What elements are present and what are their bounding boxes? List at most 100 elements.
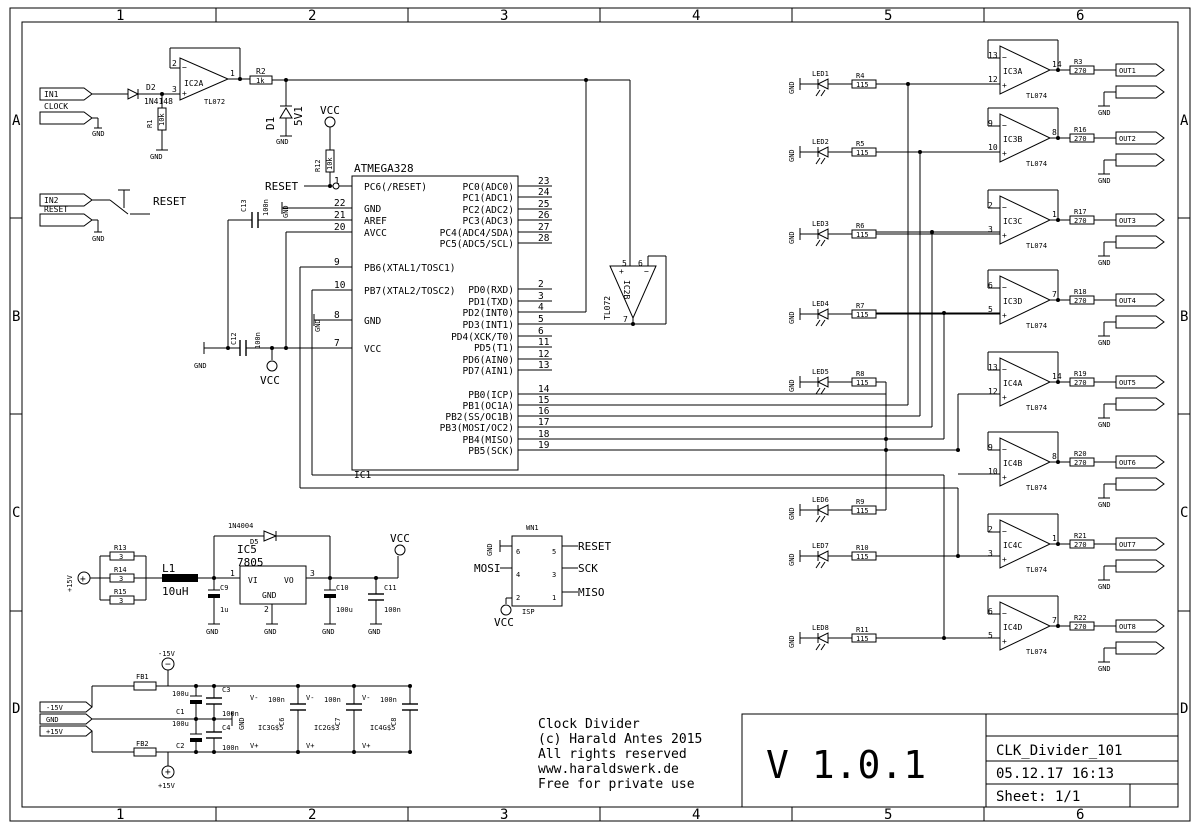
opamp-ref: IC3B — [1003, 135, 1022, 144]
svg-text:+: + — [80, 574, 86, 585]
title-block: V 1.0.1 CLK_Divider_101 05.12.17 16:13 S… — [741, 713, 1179, 808]
led-symbol — [816, 78, 829, 90]
led-symbol — [816, 308, 829, 320]
mcu-pin-name: VCC — [364, 344, 381, 355]
out-resistor-val: 270 — [1074, 135, 1087, 143]
junction — [1056, 298, 1060, 302]
front-end: D2 1N4148 R1 10k GND IC2A TL072 −+ 2 3 1… — [127, 47, 630, 161]
out-label: OUT1 — [1119, 67, 1136, 75]
out-resistor-ref: R21 — [1074, 532, 1087, 540]
note-line: www.haraldswerk.de — [538, 762, 679, 777]
mcu-pin-number: 6 — [538, 326, 544, 337]
ic-supply-label: IC2G$3 — [314, 724, 339, 732]
opamp-part: TL074 — [1026, 566, 1047, 574]
led-ray — [820, 561, 826, 569]
drawing-date: 05.12.17 16:13 — [996, 766, 1114, 782]
out-label: OUT7 — [1119, 541, 1136, 549]
input-in2-reset: IN2 RESET GND RESET — [39, 189, 186, 243]
out-connector — [1115, 375, 1165, 389]
label-c13-val: 100n — [262, 199, 270, 216]
resistor-ref: R4 — [856, 72, 864, 80]
pin-out: 7 — [1052, 290, 1057, 299]
opamp — [999, 113, 1052, 163]
mcu-pin-name: AREF — [364, 216, 387, 227]
column-label-top: 5 — [884, 8, 892, 24]
filter-ic-supplies: V-100nIC3G$5C6V+V-100nIC2G$3C7V+V-100nIC… — [250, 684, 418, 754]
isp-pin1: 1 — [552, 594, 556, 602]
gnd-reg: GND — [264, 628, 277, 636]
gnd-connector — [1115, 477, 1165, 491]
pin-ic2a-1: 1 — [230, 69, 235, 78]
pin-ic2a-2: 2 — [172, 59, 177, 68]
reg-vo: VO — [284, 576, 294, 585]
drawing-name: CLK_Divider_101 — [996, 743, 1122, 759]
pin-pos: 3 — [988, 225, 993, 234]
mcu-pin-name: PD2(INT0) — [463, 308, 514, 319]
vneg-label: V- — [306, 694, 314, 702]
mcu-pin-name: PB2(SS/OC1B) — [445, 412, 514, 423]
out-resistor-val: 270 — [1074, 297, 1087, 305]
out-resistor-ref: R19 — [1074, 370, 1087, 378]
mcu-pin-number: 26 — [538, 210, 550, 221]
opamp-part: TL074 — [1026, 242, 1047, 250]
mcu-pin-name: PC0(ADC0) — [463, 182, 514, 193]
note-line: (c) Harald Antes 2015 — [538, 732, 702, 747]
label-ic2b-part: TL072 — [603, 296, 612, 320]
column-label-top: 6 — [1076, 8, 1084, 24]
label-reset-switch: RESET — [153, 195, 186, 208]
isp-miso: MISO — [578, 586, 605, 599]
resistor-ref: R8 — [856, 370, 864, 378]
junction — [296, 750, 300, 754]
opamp-ref: IC3D — [1003, 297, 1022, 306]
column-label-bottom: 5 — [884, 807, 892, 823]
led-symbol — [816, 146, 829, 158]
opamp-ref: IC4C — [1003, 541, 1022, 550]
gnd-pin8: GND — [314, 319, 322, 332]
isp-connector: WN1 ISP 6 5 4 3 2 1 GND VCC RESET SCK MI… — [474, 524, 611, 629]
vpos-label: V+ — [306, 742, 314, 750]
out-resistor-val: 270 — [1074, 67, 1087, 75]
led-ray — [815, 89, 821, 97]
gnd-label: GND — [788, 507, 796, 520]
sheet-number: Sheet: 1/1 — [996, 789, 1080, 805]
pin-ic2a-3: 3 — [172, 85, 177, 94]
gnd-c11: GND — [368, 628, 381, 636]
isp-pin2: 2 — [516, 594, 520, 602]
label-r12-val: 10k — [326, 157, 334, 170]
out-connector — [1115, 63, 1165, 77]
column-label-top: 1 — [116, 8, 124, 24]
input-in1-clock: IN1 CLOCK GND — [39, 87, 128, 138]
column-label-bottom: 3 — [500, 807, 508, 823]
cap-ref: C7 — [334, 718, 342, 726]
svg-text:−: − — [182, 63, 187, 72]
led-symbol — [816, 632, 829, 644]
junction — [1056, 218, 1060, 222]
led-ref: LED1 — [812, 70, 829, 78]
vpos-label: V+ — [362, 742, 370, 750]
gnd-label: GND — [788, 635, 796, 648]
out-resistor-ref: R22 — [1074, 614, 1087, 622]
plus-sign: + — [1002, 81, 1007, 90]
label-r15: R15 — [114, 588, 127, 596]
out-resistor-val: 270 — [1074, 541, 1087, 549]
svg-text:+: + — [182, 89, 187, 98]
isp-pin4: 4 — [516, 571, 520, 579]
out-resistor-ref: R17 — [1074, 208, 1087, 216]
label-r13: R13 — [114, 544, 127, 552]
led-ray — [820, 643, 826, 651]
mcu-pin-number: 3 — [538, 291, 544, 302]
label-ic2a: IC2A — [184, 79, 203, 88]
resistor-val: 115 — [856, 231, 869, 239]
drawing-frame — [9, 7, 1191, 822]
vcc-supply: VCC — [390, 532, 410, 545]
label-fb1: FB1 — [136, 673, 149, 681]
row-label-left: B — [12, 309, 20, 325]
mcu-pin-number: 9 — [334, 257, 340, 268]
label-ic2b: IC2B — [622, 280, 631, 299]
column-label-top: 3 — [500, 8, 508, 24]
